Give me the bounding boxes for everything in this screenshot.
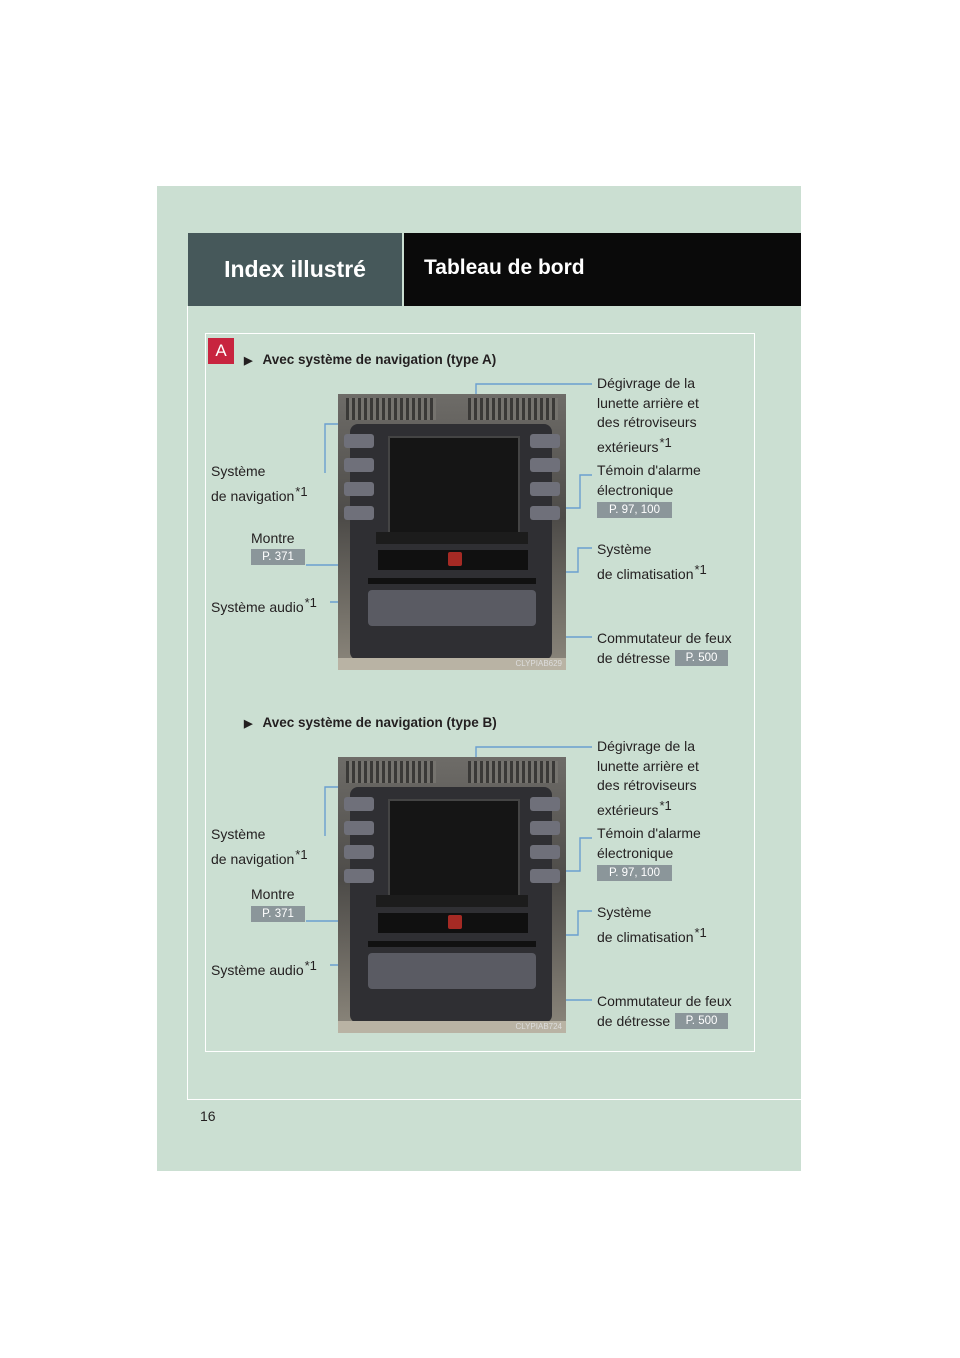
ref-clock[interactable]: P. 371 [251,549,305,565]
label-defog: Dégivrage de la lunette arrière et des r… [597,375,699,455]
hazard-button [448,915,462,929]
label-hazard: Commutateur de feux de détresse [597,993,732,1029]
hazard-button [448,552,462,566]
navigation-screen [388,799,520,897]
label-defog: Dégivrage de la lunette arrière et des r… [597,738,699,818]
image-code: CLYPIAB629 [515,659,562,668]
label-navigation: Système de navigation*1 [211,826,308,867]
label-audio: Système audio*1 [211,595,317,615]
label-alarm: Témoin d'alarme électronique [597,825,701,861]
ref-hazard[interactable]: P. 500 [675,650,728,666]
label-clock: Montre [251,530,295,546]
label-climate: Système de climatisation*1 [597,904,707,945]
label-climate: Système de climatisation*1 [597,541,707,582]
label-hazard: Commutateur de feux de détresse [597,630,732,666]
label-audio: Système audio*1 [211,958,317,978]
page-title: Tableau de bord [404,233,801,306]
diagram-title: ▶Avec système de navigation (type B) [244,715,497,730]
label-alarm: Témoin d'alarme électronique [597,462,701,498]
page-border-line [187,306,188,1100]
ref-clock[interactable]: P. 371 [251,906,305,922]
image-code: CLYPIAB724 [515,1022,562,1031]
section-marker: A [208,338,234,364]
page-footer-line [187,1099,801,1100]
section-header: Index illustré [188,233,402,306]
ref-hazard[interactable]: P. 500 [675,1013,728,1029]
label-navigation: Système de navigation*1 [211,463,308,504]
diagram-panel [205,333,755,1052]
ref-alarm[interactable]: P. 97, 100 [597,502,672,518]
ref-alarm[interactable]: P. 97, 100 [597,865,672,881]
dashboard-photo: CLYPIAB629 [338,394,566,670]
diagram-title: ▶Avec système de navigation (type A) [244,352,497,367]
page-number: 16 [200,1108,216,1124]
label-clock: Montre [251,886,295,902]
navigation-screen [388,436,520,534]
dashboard-photo: CLYPIAB724 [338,757,566,1033]
